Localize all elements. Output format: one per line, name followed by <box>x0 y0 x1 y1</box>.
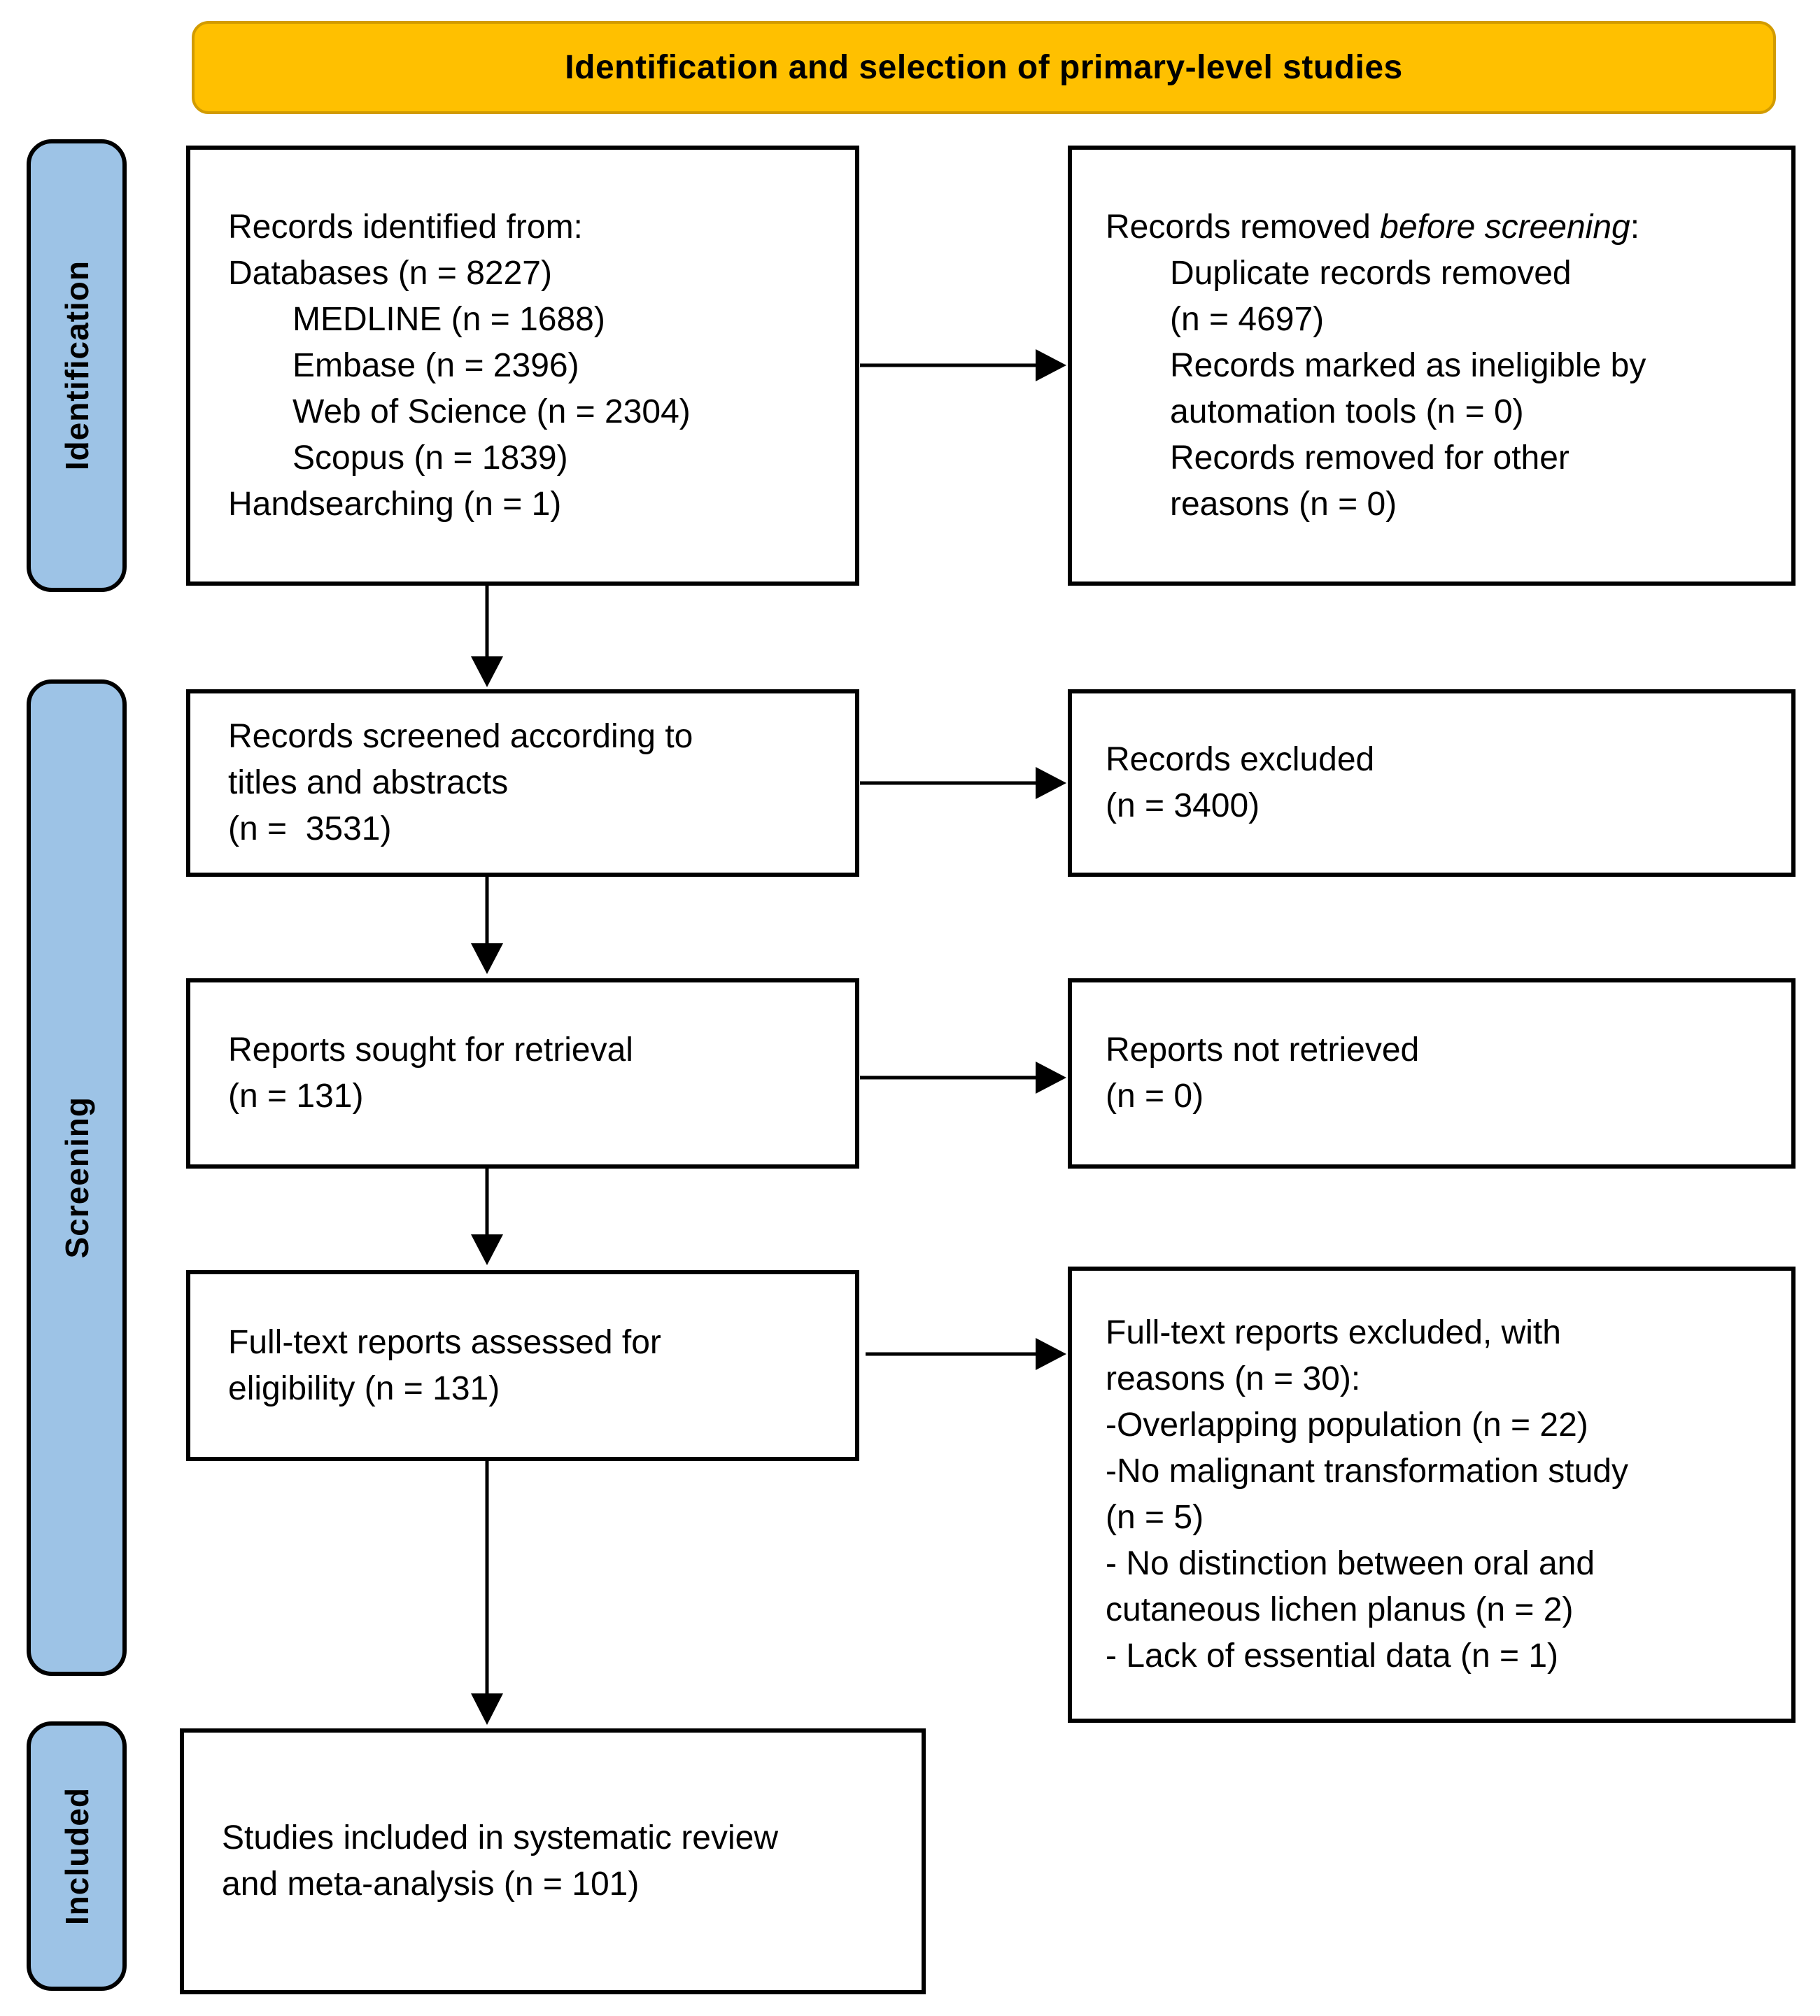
text-line: (n = 0) <box>1106 1078 1204 1115</box>
text-line: reasons (n = 0) <box>1170 485 1397 523</box>
text-line: Full-text reports excluded, with <box>1106 1314 1561 1351</box>
text-line: Records removed for other <box>1170 439 1569 477</box>
box-records-excluded-text: Records excluded (n = 3400) <box>1072 737 1791 829</box>
box-fulltext-excluded-text: Full-text reports excluded, with reasons … <box>1072 1310 1791 1679</box>
box-reports-sought: Reports sought for retrieval (n = 131) <box>186 978 859 1169</box>
text-line: MEDLINE (n = 1688) <box>292 300 605 338</box>
text-line: reasons (n = 30): <box>1106 1360 1361 1397</box>
text-line: (n = 3531) <box>228 810 392 847</box>
arrow-assessed-to-excluded <box>866 1338 1066 1370</box>
text-line: Databases (n = 8227) <box>228 254 552 292</box>
text-line: - Lack of essential data (n = 1) <box>1106 1637 1559 1675</box>
box-records-screened: Records screened according to titles and … <box>186 689 859 877</box>
box-fulltext-assessed-text: Full-text reports assessed for eligibilit… <box>190 1320 855 1412</box>
stage-included-label: Included <box>58 1786 95 1926</box>
box-fulltext-excluded: Full-text reports excluded, with reasons … <box>1068 1267 1796 1723</box>
page-title: Identification and selection of primary-… <box>565 49 1403 86</box>
box-studies-included-text: Studies included in systematic review and… <box>184 1815 922 1908</box>
text-line: Full-text reports assessed for <box>228 1323 661 1361</box>
stage-screening-label: Screening <box>58 1097 95 1259</box>
arrow-sought-to-not-retrieved <box>860 1062 1066 1094</box>
text-line: Reports sought for retrieval <box>228 1031 633 1069</box>
box-records-excluded: Records excluded (n = 3400) <box>1068 689 1796 877</box>
text-line: eligibility (n = 131) <box>228 1369 500 1407</box>
text-line: Records excluded <box>1106 741 1375 778</box>
text-line: -Overlapping population (n = 22) <box>1106 1407 1588 1444</box>
arrow-screened-to-sought <box>471 877 503 974</box>
text-line: Duplicate records removed <box>1170 254 1572 292</box>
stage-screening: Screening <box>27 679 127 1676</box>
header-banner: Identification and selection of primary-… <box>192 21 1776 114</box>
box-records-removed: Records removed before screening: Duplica… <box>1068 146 1796 586</box>
box-records-identified-text: Records identified from: Databases (n = 8… <box>190 204 855 528</box>
box-reports-not-retrieved-text: Reports not retrieved (n = 0) <box>1072 1027 1791 1120</box>
text-line: and meta-analysis (n = 101) <box>222 1866 640 1903</box>
text-line: (n = 4697) <box>1170 300 1325 338</box>
box-records-screened-text: Records screened according to titles and … <box>190 714 855 852</box>
text-line: automation tools (n = 0) <box>1170 393 1524 430</box>
text-line: -No malignant transformation study <box>1106 1453 1628 1490</box>
text-line: titles and abstracts <box>228 764 509 801</box>
text-line: cutaneous lichen planus (n = 2) <box>1106 1591 1574 1628</box>
arrow-identified-to-removed <box>860 349 1066 381</box>
box-fulltext-assessed: Full-text reports assessed for eligibilit… <box>186 1270 859 1461</box>
text-line: Handsearching (n = 1) <box>228 485 562 523</box>
text-line: Records identified from: <box>228 208 583 246</box>
text-line: - No distinction between oral and <box>1106 1545 1595 1582</box>
arrow-sought-to-assessed <box>471 1169 503 1265</box>
box-records-identified: Records identified from: Databases (n = 8… <box>186 146 859 586</box>
text-line: Web of Science (n = 2304) <box>292 393 691 430</box>
text-line: Records removed before screening: <box>1106 208 1640 246</box>
text-line: (n = 131) <box>228 1078 364 1115</box>
text-line: Embase (n = 2396) <box>292 346 579 384</box>
box-studies-included: Studies included in systematic review and… <box>180 1728 926 1994</box>
text-line: Scopus (n = 1839) <box>292 439 568 477</box>
text-line: (n = 5) <box>1106 1499 1204 1536</box>
text-line: Studies included in systematic review <box>222 1819 779 1856</box>
arrow-assessed-to-included <box>471 1461 503 1725</box>
stage-identification: Identification <box>27 139 127 592</box>
stage-included: Included <box>27 1721 127 1991</box>
text-line: (n = 3400) <box>1106 787 1260 824</box>
text-line: Records marked as ineligible by <box>1170 346 1646 384</box>
arrow-screened-to-excluded <box>860 767 1066 799</box>
box-reports-sought-text: Reports sought for retrieval (n = 131) <box>190 1027 855 1120</box>
text-line: Reports not retrieved <box>1106 1031 1420 1069</box>
box-records-removed-text: Records removed before screening: Duplica… <box>1072 204 1791 528</box>
stage-identification-label: Identification <box>58 260 95 471</box>
text-line: Records screened according to <box>228 718 693 755</box>
arrow-identified-to-screened <box>471 586 503 687</box>
box-reports-not-retrieved: Reports not retrieved (n = 0) <box>1068 978 1796 1169</box>
